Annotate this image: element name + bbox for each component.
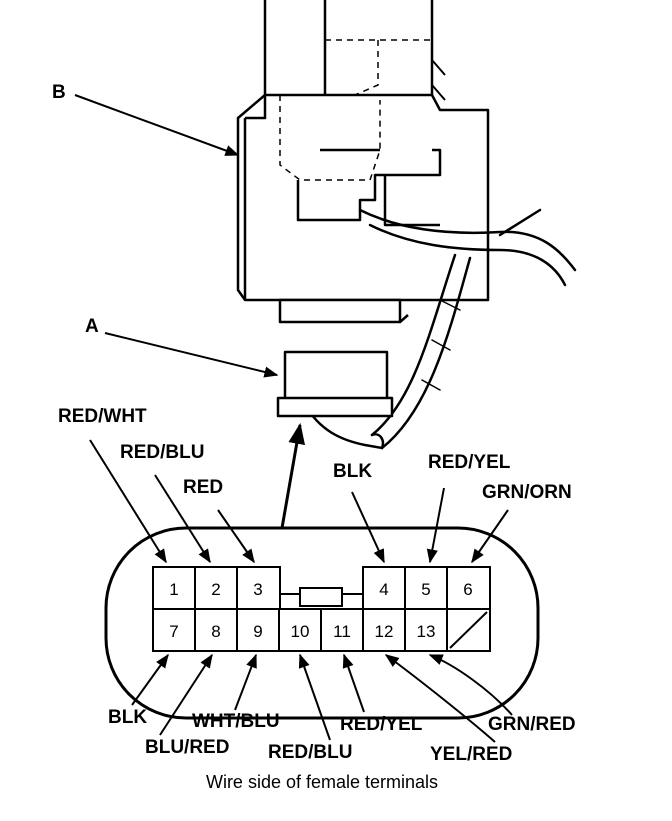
pin-13-cell — [404, 608, 449, 652]
pin-number-4: 4 — [379, 580, 388, 599]
pin-1-cell — [152, 566, 197, 610]
wire-label-pin-7: BLK — [108, 707, 147, 728]
leader-pin-9 — [234, 653, 257, 711]
connector-b — [236, 0, 490, 324]
pin-4-cell — [362, 566, 407, 610]
leader-pin-8 — [159, 653, 213, 736]
wire-label-pin-3: RED — [183, 477, 223, 498]
pin-10-cell — [278, 608, 323, 652]
wire-label-pin-11: RED/YEL — [340, 714, 423, 735]
leader-pin-5 — [426, 487, 445, 564]
leader-pin-4 — [351, 491, 385, 564]
leader-pin-13 — [428, 654, 513, 716]
terminal-face: 1 2 3 4 5 6 7 8 9 10 11 12 13 — [104, 526, 540, 720]
pin-number-10: 10 — [291, 622, 310, 641]
callout-b-label: B — [52, 82, 66, 103]
wire-label-pin-4: BLK — [333, 461, 372, 482]
pin-number-9: 9 — [253, 622, 262, 641]
pin-number-8: 8 — [211, 622, 220, 641]
pin-number-11: 11 — [333, 622, 351, 641]
callout-a-leader — [104, 332, 279, 378]
face-view-arrow — [280, 422, 306, 529]
wire-label-pin-1: RED/WHT — [58, 406, 147, 427]
callout-a-label: A — [85, 316, 99, 337]
wire-label-pin-8: BLU/RED — [145, 737, 229, 758]
pin-number-13: 13 — [417, 622, 436, 641]
wire-label-pin-2: RED/BLU — [120, 442, 204, 463]
wire-label-pin-13: GRN/RED — [488, 714, 576, 735]
pin-7-cell — [152, 608, 197, 652]
pin-number-3: 3 — [253, 580, 262, 599]
wire-label-pin-5: RED/YEL — [428, 452, 511, 473]
pin-9-cell — [236, 608, 281, 652]
leader-pin-6 — [471, 509, 509, 564]
leader-pin-7 — [131, 653, 169, 706]
pin-number-6: 6 — [463, 580, 472, 599]
locking-tab-key — [299, 587, 343, 607]
leader-pin-12 — [384, 654, 496, 743]
diagram-caption: Wire side of female terminals — [206, 772, 438, 792]
leader-pin-11 — [342, 653, 365, 713]
wire-label-pin-10: RED/BLU — [268, 742, 352, 763]
leader-pin-2 — [154, 474, 211, 564]
leader-pin-3 — [217, 509, 255, 564]
wire-label-pin-6: GRN/ORN — [482, 482, 572, 503]
wire-harness — [303, 208, 577, 450]
pin-11-cell — [320, 608, 365, 652]
blank-cavity-slash — [449, 611, 488, 649]
pin-number-7: 7 — [169, 622, 178, 641]
pin-number-2: 2 — [211, 580, 220, 599]
pin-2-cell — [194, 566, 239, 610]
pin-number-5: 5 — [421, 580, 430, 599]
leader-pin-10 — [298, 653, 331, 741]
pin-number-1: 1 — [169, 580, 178, 599]
callout-b-leader — [74, 94, 240, 156]
leader-pin-1 — [89, 439, 167, 564]
pin-number-12: 12 — [375, 622, 394, 641]
wire-label-pin-9: WHT/BLU — [192, 711, 280, 732]
wire-label-pin-12: YEL/RED — [430, 744, 512, 765]
connector-a — [276, 350, 394, 418]
